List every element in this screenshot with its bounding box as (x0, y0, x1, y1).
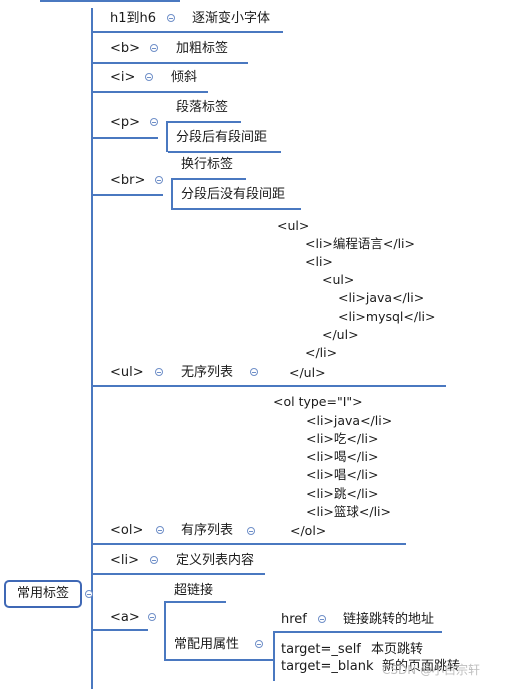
desc-line-br2 (173, 208, 301, 210)
branch-br-vertical (171, 178, 173, 210)
collapse-toggle-attrs[interactable] (255, 640, 263, 648)
connector-b (93, 62, 163, 64)
attr-href-desc[interactable]: 链接跳转的地址 (343, 612, 435, 627)
connector-br (93, 194, 163, 196)
ol-code-line: <li>喝</li> (306, 449, 379, 464)
branch-p-vertical (166, 121, 168, 152)
attr-vertical (273, 631, 275, 681)
desc-line-h1 (183, 31, 283, 33)
attr-target-self[interactable]: target=_self (281, 642, 361, 657)
connector-a (93, 629, 148, 631)
attr-target-blank[interactable]: target=_blank (281, 659, 374, 674)
tag-h1-h6[interactable]: h1到h6 (110, 11, 157, 26)
collapse-toggle-i[interactable] (145, 73, 153, 81)
watermark: CSDN @小白宗轩 (382, 663, 481, 677)
collapse-toggle-href[interactable] (318, 615, 326, 623)
ol-code-line: <li>篮球</li> (306, 504, 391, 519)
tag-li[interactable]: <li> (110, 553, 140, 568)
ol-code-line: <li>唱</li> (306, 467, 379, 482)
desc-ul[interactable]: 无序列表 (181, 365, 234, 380)
desc-line-a1 (166, 601, 226, 603)
desc-br-2[interactable]: 分段后没有段间距 (181, 187, 286, 202)
desc-p-1[interactable]: 段落标签 (176, 100, 229, 115)
collapse-toggle-li[interactable] (150, 556, 158, 564)
desc-b[interactable]: 加粗标签 (176, 41, 229, 56)
branch-a-vertical (164, 601, 166, 661)
collapse-toggle-p[interactable] (150, 118, 158, 126)
desc-h1-h6[interactable]: 逐渐变小字体 (192, 11, 271, 26)
collapse-toggle-br[interactable] (155, 176, 163, 184)
tag-a[interactable]: <a> (110, 610, 140, 625)
connector-i (93, 91, 153, 93)
desc-line-p1 (168, 121, 241, 123)
desc-ol[interactable]: 有序列表 (181, 523, 234, 538)
collapse-toggle-a[interactable] (148, 613, 156, 621)
collapse-toggle-ul[interactable] (155, 368, 163, 376)
desc-line-br1 (173, 178, 246, 180)
desc-br-1[interactable]: 换行标签 (181, 157, 234, 172)
ul-code-line: </ul> (289, 365, 326, 380)
tag-b[interactable]: <b> (110, 41, 141, 56)
ul-code-line: </ul> (322, 327, 359, 342)
desc-line-b (163, 62, 248, 64)
ul-code-line: </li> (305, 345, 338, 360)
desc-line-a2 (166, 659, 274, 661)
collapse-toggle-root[interactable] (85, 590, 93, 598)
ul-code-line: <li>mysql</li> (338, 309, 436, 324)
tag-p[interactable]: <p> (110, 115, 141, 130)
collapse-toggle-h1[interactable] (167, 14, 175, 22)
ol-code-line: </ol> (290, 523, 327, 538)
desc-p-2[interactable]: 分段后有段间距 (176, 130, 268, 145)
ul-code-line: <li>编程语言</li> (305, 236, 415, 251)
tag-br[interactable]: <br> (110, 173, 146, 188)
connector-ul (93, 385, 446, 387)
desc-i[interactable]: 倾斜 (171, 70, 198, 85)
ol-code-line: <li>跳</li> (306, 486, 379, 501)
connector-h1 (93, 31, 183, 33)
desc-a-hyperlink[interactable]: 超链接 (174, 583, 214, 598)
attr-href[interactable]: href (281, 612, 307, 627)
tag-i[interactable]: <i> (110, 70, 136, 85)
root-node[interactable]: 常用标签 (4, 580, 82, 608)
tag-ol[interactable]: <ol> (110, 523, 144, 538)
ol-code-line: <li>吃</li> (306, 431, 379, 446)
tag-ul[interactable]: <ul> (110, 365, 144, 380)
desc-line-i (153, 91, 208, 93)
ul-code-line: <li> (305, 254, 333, 269)
ul-code-line: <li>java</li> (338, 290, 425, 305)
connector-p (93, 137, 158, 139)
collapse-toggle-ol-desc[interactable] (247, 527, 255, 535)
connector-ol (93, 543, 406, 545)
ul-code-line: <ul> (277, 218, 310, 233)
attr-target-self-desc[interactable]: 本页跳转 (371, 642, 424, 657)
main-spine (91, 8, 93, 689)
top-stub-line (40, 0, 180, 2)
ol-code-line: <li>java</li> (306, 413, 393, 428)
desc-a-attrs[interactable]: 常配用属性 (174, 637, 240, 652)
ol-code-line: <ol type="I"> (273, 394, 363, 409)
ul-code-line: <ul> (322, 272, 355, 287)
desc-line-p2 (168, 151, 281, 153)
collapse-toggle-ul-desc[interactable] (250, 368, 258, 376)
desc-li[interactable]: 定义列表内容 (176, 553, 255, 568)
attr-target-blank-desc[interactable]: 新的页面跳转 (382, 659, 461, 674)
desc-line-href (275, 631, 442, 633)
collapse-toggle-b[interactable] (150, 44, 158, 52)
connector-li (93, 573, 265, 575)
collapse-toggle-ol[interactable] (156, 526, 164, 534)
